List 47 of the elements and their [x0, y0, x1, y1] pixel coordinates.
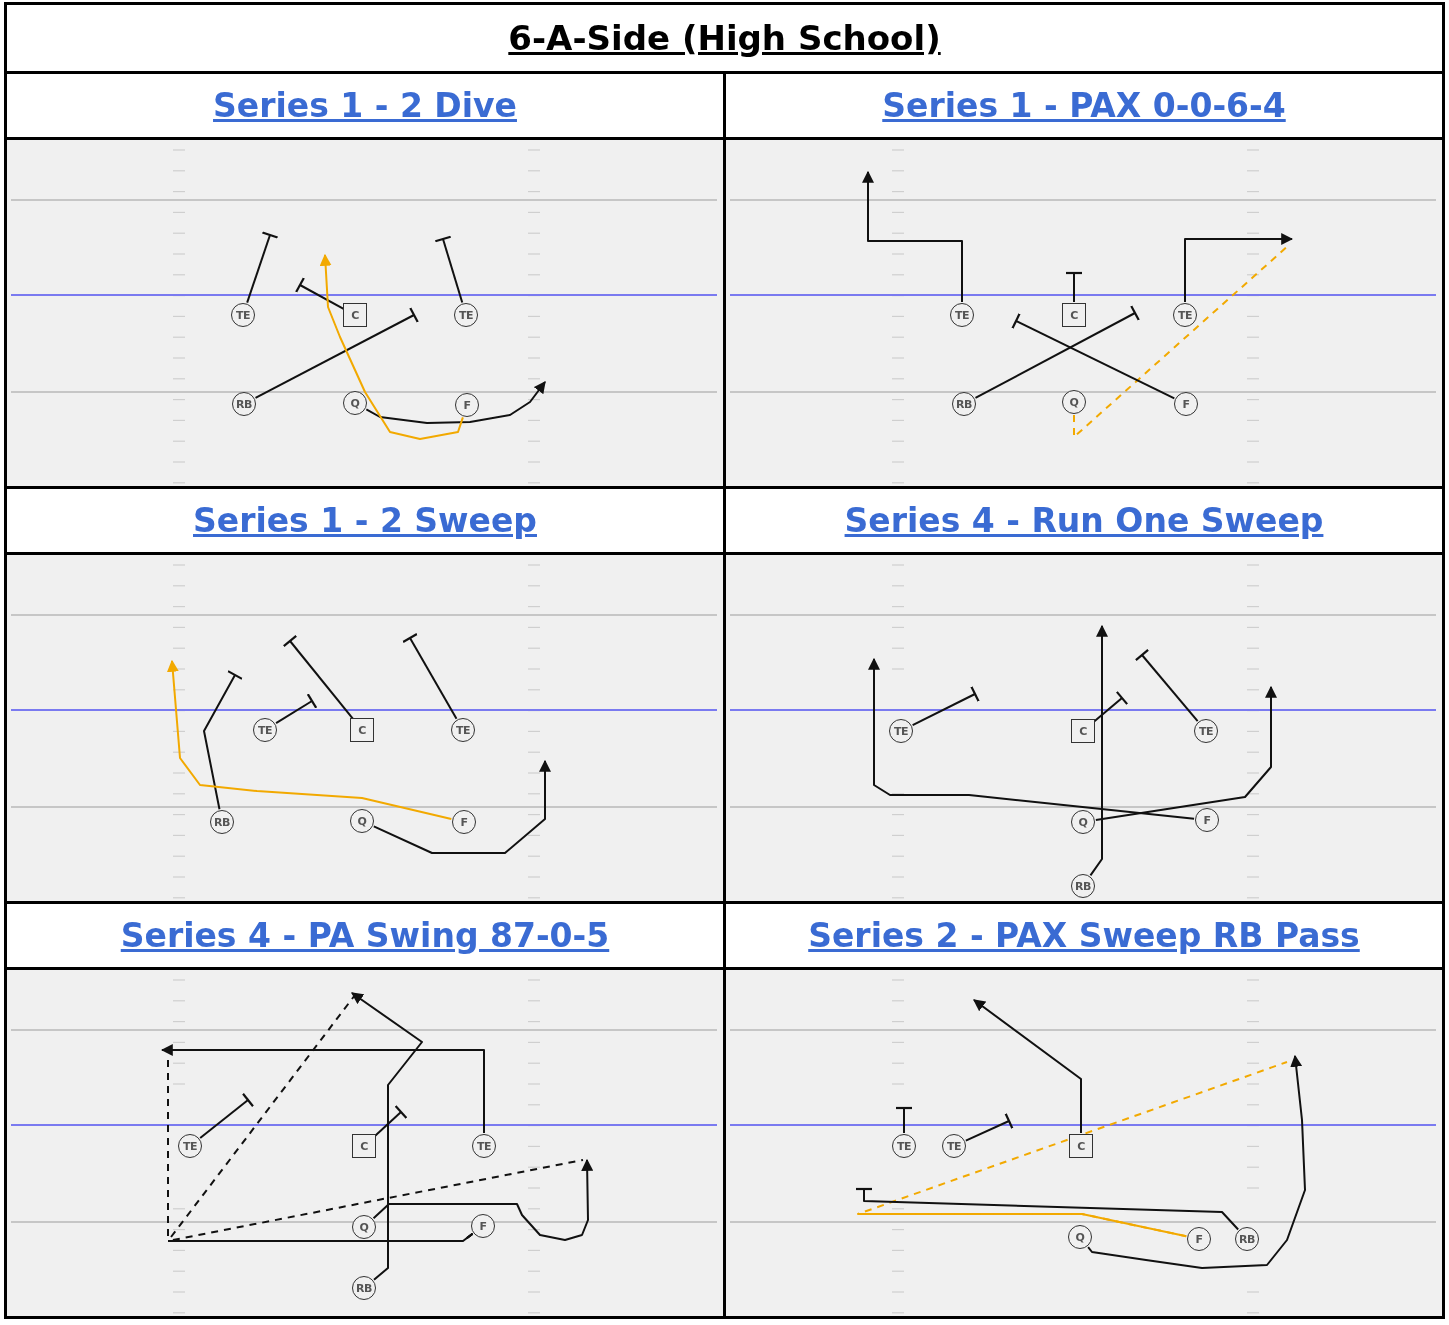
route-arrow: [365, 381, 546, 424]
block-route-line: [974, 304, 1140, 399]
block-route-line: [911, 685, 980, 727]
play-panel: [7, 904, 726, 1316]
route-arrow: [868, 657, 1196, 820]
play-panel: [7, 489, 726, 904]
play-title-link: Series 4 - PA Swing 87-0-5: [120, 914, 610, 957]
center-square: C: [1069, 1134, 1093, 1158]
route-arrow: [1087, 1054, 1306, 1269]
play-title-link: Series 1 - PAX 0-0-6-4: [882, 84, 1286, 127]
play-title-link: Series 1 - 2 Dive: [213, 84, 517, 127]
block-route-line: [854, 1187, 1240, 1231]
route-line: [857, 1061, 1288, 1238]
route-arrow: [166, 659, 453, 820]
block-route-line: [434, 235, 464, 304]
route-line: [167, 1159, 584, 1242]
block-route-line: [275, 693, 318, 725]
block-route-line: [1064, 271, 1084, 303]
route-arrow: [319, 253, 464, 440]
route-arrow: [973, 999, 1082, 1134]
block-route-line: [401, 632, 458, 720]
play-title-link: Series 2 - PAX Sweep RB Pass: [808, 914, 1360, 957]
center-square: C: [1071, 719, 1095, 743]
route-arrow: [372, 1158, 594, 1241]
center-square: C: [1062, 303, 1086, 327]
block-route-line: [1134, 648, 1199, 723]
page-title: 6-A-Side (High School): [508, 16, 941, 60]
center-square: C: [343, 303, 367, 327]
play-title-link: Series 4 - Run One Sweep: [844, 499, 1324, 542]
route-arrow: [372, 759, 551, 854]
play-title-link: Series 1 - 2 Sweep: [193, 499, 537, 542]
route-arrow: [160, 1044, 485, 1134]
route-arrow: [351, 992, 423, 1281]
block-route-line: [199, 1092, 255, 1139]
play-panel: [7, 74, 726, 489]
route-arrow: [1094, 685, 1277, 821]
block-route-line: [203, 670, 244, 811]
block-route-line: [246, 231, 279, 304]
block-route-line: [295, 276, 345, 310]
block-route-line: [1011, 312, 1176, 400]
route-arrow: [862, 170, 963, 303]
block-route-line: [894, 1106, 914, 1134]
center-square: C: [352, 1134, 376, 1158]
block-route-line: [254, 306, 419, 399]
center-square: C: [350, 718, 374, 742]
route-arrow: [1184, 233, 1294, 303]
block-route-line: [964, 1112, 1014, 1142]
